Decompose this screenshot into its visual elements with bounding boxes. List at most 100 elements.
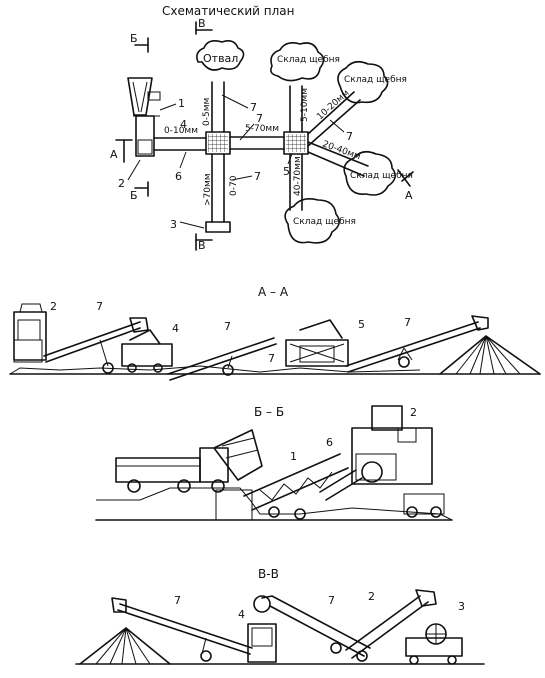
aa-callout-2: 2 <box>50 300 57 313</box>
size-label-gt70: >70мм <box>203 173 213 206</box>
svg-text:7: 7 <box>256 112 263 125</box>
callout-7a: 7 <box>221 94 257 114</box>
section-mark-b-bottom-label: Б <box>130 189 138 202</box>
conveyor-20-40 <box>307 141 369 177</box>
conveyor-gt70 <box>211 153 225 223</box>
callout-1: 1 <box>159 97 185 111</box>
callout-7c: 7 <box>329 119 353 143</box>
section-mark-a-right-label: А <box>405 189 413 202</box>
pile-store-right-lower: Склад щебня <box>343 150 413 196</box>
svg-text:4: 4 <box>180 118 187 131</box>
vv-callout-4: 4 <box>238 608 245 621</box>
pile-dump-label: Отвал <box>203 52 238 65</box>
section-aa: А – А <box>9 285 541 381</box>
bb-callout-6: 6 <box>326 436 333 449</box>
pile-store-bottom: Склад щебня <box>284 198 356 244</box>
aa-callout-7b: 7 <box>224 320 231 333</box>
svg-text:5: 5 <box>283 165 290 178</box>
section-mark-b-bottom: Б <box>130 181 149 202</box>
bb-callout-2: 2 <box>410 406 417 419</box>
aa-callout-7d: 7 <box>268 352 275 365</box>
bb-conveyor-1 <box>243 453 349 520</box>
vv-callout-2: 2 <box>368 590 375 603</box>
callout-5: 5 <box>283 153 293 178</box>
aa-pile <box>439 335 541 375</box>
bb-hopper <box>213 429 263 521</box>
section-mark-v-top-label: В <box>198 17 206 30</box>
conveyor-5-70 <box>229 136 285 150</box>
callout-7d: 7 <box>231 170 261 183</box>
callout-7b: 7 <box>239 112 263 141</box>
size-label-0-70: 0-70 <box>229 175 239 196</box>
size-label-10-20: 10-20мм <box>315 88 351 122</box>
bb-callout-1: 1 <box>290 450 297 463</box>
bb-conveyor-6 <box>319 469 363 501</box>
bb-truck <box>115 447 229 493</box>
schematic-plan: Схематический план В В Б Б А <box>110 4 414 252</box>
aa-conveyor-1 <box>43 317 149 374</box>
svg-text:7: 7 <box>254 170 261 183</box>
pile-store-bottom-label: Склад щебня <box>293 217 356 227</box>
section-bb: Б – Б <box>95 405 453 521</box>
callout-3: 3 <box>170 218 205 231</box>
section-mark-a-right: А <box>397 169 414 202</box>
vv-crusher-3 <box>405 623 463 665</box>
aa-conveyor-2 <box>167 337 277 381</box>
vv-pile <box>79 627 171 665</box>
vv-callout-7a: 7 <box>174 594 181 607</box>
pile-dump: Отвал <box>196 40 245 71</box>
vv-callout-7b: 7 <box>328 594 335 607</box>
aa-screen-5 <box>285 319 349 367</box>
callout-4: 4 <box>180 118 187 131</box>
plan-title: Схематический план <box>162 4 295 18</box>
conveyor-5-10 <box>289 85 303 133</box>
size-label-0-5: 0-5мм <box>202 98 212 126</box>
aa-callout-5: 5 <box>358 318 365 331</box>
section-mark-v-bottom: В <box>195 233 213 252</box>
aa-crusher-4 <box>121 329 173 373</box>
feeder-assembly <box>127 77 161 157</box>
vv-conveyor-middle <box>261 595 371 657</box>
callout-6: 6 <box>175 151 187 183</box>
aa-feeder <box>13 303 47 363</box>
callout-2: 2 <box>118 159 141 190</box>
svg-text:6: 6 <box>175 170 182 183</box>
svg-text:7: 7 <box>346 130 353 143</box>
size-label-40-70: 40-70мм <box>293 156 303 196</box>
vv-crusher-4 <box>247 595 277 663</box>
section-mark-v-bottom-label: В <box>198 239 206 252</box>
section-mark-b-top: Б <box>130 32 149 53</box>
pile-store-top-label: Склад щебня <box>277 55 340 65</box>
crusher-3 <box>205 221 231 233</box>
size-label-5-10: 5-10мм <box>300 88 310 122</box>
section-aa-title: А – А <box>258 285 289 299</box>
section-mark-a-left-label: А <box>110 148 118 161</box>
vv-conveyor-left <box>111 597 253 662</box>
aa-conveyor-3 <box>345 315 489 373</box>
section-bb-title: Б – Б <box>254 405 284 419</box>
screen-left <box>205 131 231 155</box>
bb-crusher-unit <box>351 405 445 518</box>
aa-callout-7a: 7 <box>96 300 103 313</box>
svg-text:3: 3 <box>170 218 177 231</box>
conveyor-6 <box>153 137 207 151</box>
vv-callout-3: 3 <box>458 600 465 613</box>
section-mark-v-top: В <box>195 17 213 35</box>
pile-store-right-lower-label: Склад щебня <box>350 171 413 181</box>
size-label-20-40: 20-40мм <box>321 139 362 162</box>
svg-text:2: 2 <box>118 177 125 190</box>
conveyor-0-5 <box>211 81 225 133</box>
vv-conveyor-right <box>345 589 437 662</box>
section-vv: В-В <box>75 567 485 665</box>
size-label-5-70: 5-70мм <box>245 124 279 134</box>
section-mark-a-left: А <box>110 139 133 163</box>
svg-text:7: 7 <box>250 101 257 114</box>
aa-callout-7c: 7 <box>404 316 411 329</box>
screen-right <box>283 131 309 155</box>
size-label-0-10: 0-10мм <box>164 126 198 136</box>
section-vv-title: В-В <box>258 567 279 581</box>
aa-callout-4: 4 <box>172 322 179 335</box>
pile-store-right-upper: Склад щебня <box>337 60 407 104</box>
pile-store-right-upper-label: Склад щебня <box>344 75 407 85</box>
